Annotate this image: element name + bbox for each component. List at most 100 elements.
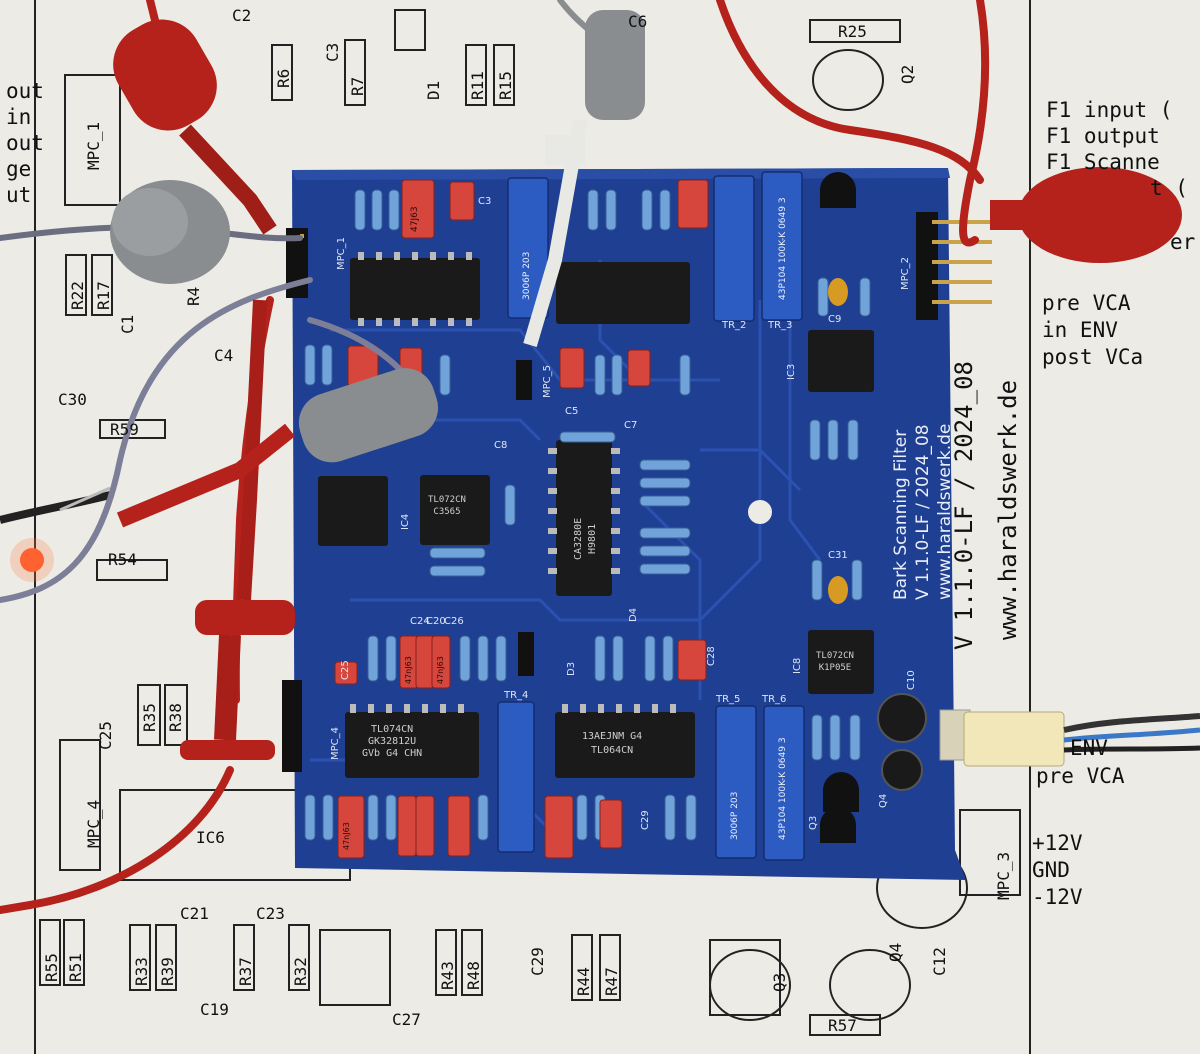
pcb-silk-label: C28 [706,646,717,666]
right-label: in ENV [1042,318,1118,342]
capacitor-marking: 47J63 [410,206,420,232]
right-label: pre VCA [1042,291,1131,315]
test-probe-icon [113,19,1182,760]
pcb-silk-label: TR_3 [768,320,793,331]
pcb-silk-label: C25 [340,660,351,680]
paper-component-label: R32 [291,957,310,986]
left-io-labels: out in out ge ut [6,78,44,208]
film-capacitors [334,179,709,859]
paper-component-label: MPC_1 [84,121,103,170]
paper-component-label: R39 [158,957,177,986]
paper-component-label: R22 [68,281,87,310]
chip-text: GK32812U [368,736,417,747]
right-io-labels-top: F1 input ( F1 output F1 Scanne [1046,97,1172,175]
paper-component-label: R57 [828,1016,857,1035]
pcb-silk-label: IC8 [792,657,803,674]
power-label: GND [1032,858,1070,882]
paper-component-label: C30 [58,390,87,409]
paper-component-label: C23 [256,904,285,923]
chip-text: CA3280E [573,517,584,560]
paper-component-label: C1 [118,314,137,334]
paper-component-label: R33 [132,957,151,986]
right-label: er [1170,230,1196,254]
pcb-silk-label: IC3 [786,363,797,380]
chip-text: GVb G4 CHN [362,748,423,759]
power-labels: +12V GND -12V [1032,830,1083,911]
paper-component-label: D1 [424,80,443,100]
pcb-silk-label: MPC_4 [330,726,341,760]
trimmer-marking: 43P104 100K-K 0649 3 [778,197,788,300]
paper-component-label: C27 [392,1010,421,1029]
pcb-silk-label: C7 [624,420,638,431]
paper-component-label: IC6 [196,828,225,847]
paper-component-label: R47 [602,967,621,996]
ic4-marking: TL072CN C3565 [428,494,466,518]
paper-component-label: C19 [200,1000,229,1019]
paper-component-label: MPC_4 [84,799,103,848]
ic-bottom-left-marking: TL074CN GK32812U GVb G4 CHN [362,724,422,760]
paper-component-label: C3 [323,42,342,62]
paper-component-label: R48 [464,961,483,990]
pcb-title: Bark Scanning Filter [891,429,911,600]
chip-text: TL064CN [591,745,634,756]
left-label: in [6,105,32,129]
ic-bottom-right-marking: 13AEJNM G4 TL064CN [582,730,642,758]
ic8-marking: TL072CN K1P05E [816,650,854,674]
pcb-silk-label: C8 [494,440,508,451]
pcb-silk-label: C29 [640,810,651,830]
pcb-silk-label: D3 [566,661,577,676]
paper-component-label: R59 [110,420,139,439]
left-label: ge [6,157,32,181]
pcb-silk-label: MPC_1 [336,236,347,270]
power-label: +12V [1032,831,1083,855]
pcb-silk-label: C26 [444,616,464,627]
pcb-silk-label: Q3 [808,815,819,830]
right-label: F1 output [1046,124,1160,148]
pcb-silk-label: TR_4 [504,690,529,701]
paper-component-label: R35 [140,703,159,732]
paper-component-label: C6 [628,12,648,31]
paper-component-label: C2 [232,6,252,25]
pcb-silk-label: IC4 [400,513,411,530]
ic-center-marking: CA3280E H9801 [572,518,600,560]
capacitor-marking: 47nJ63 [436,656,445,684]
paper-component-label: C25 [96,721,115,750]
right-label: t ( [1150,176,1188,200]
paper-component-label: Q2 [898,64,917,84]
chip-text: C3565 [433,507,461,517]
pcb-silk-label: C3 [478,196,492,207]
chip-text: 13AEJNM G4 [582,731,643,742]
electrolytic-capacitors [877,693,927,791]
paper-component-label: R4 [184,286,203,306]
paper-component-label: R15 [496,71,515,100]
paper-component-label: Q3 [770,972,789,992]
paper-component-label: R7 [348,76,367,96]
pcb-resistors [304,189,871,841]
trimmers [497,171,805,861]
paper-component-label: R55 [42,953,61,982]
trimmer-marking: 3006P 203 [522,251,532,300]
paper-url-text: www.haraldswerk.de [994,379,1022,640]
pcb-silk-label: C10 [906,670,917,690]
right-io-labels-mid: pre VCA in ENV post VCa [1042,290,1143,371]
capacitor-marking: 47nJ63 [404,656,413,684]
led [0,486,111,582]
left-label: out [6,131,44,155]
pcb-silk-label: Q4 [878,793,889,808]
pcb-silk-label: C5 [565,406,579,417]
power-label: -12V [1032,885,1083,909]
transistors [820,172,859,843]
paper-component-label: C12 [930,947,949,976]
power-connector [939,709,1200,767]
ic-chips [318,258,874,778]
right-label: pre VCA [1036,764,1125,788]
pcb-silk-label: TR_2 [722,320,747,331]
ic-pins [350,252,676,713]
paper-component-label: R43 [438,961,457,990]
right-label: post VCa [1042,345,1144,369]
right-label: ENV [1070,736,1108,760]
left-label: ut [6,183,32,207]
chip-text: H9801 [587,523,598,554]
paper-component-label: R54 [108,550,137,569]
